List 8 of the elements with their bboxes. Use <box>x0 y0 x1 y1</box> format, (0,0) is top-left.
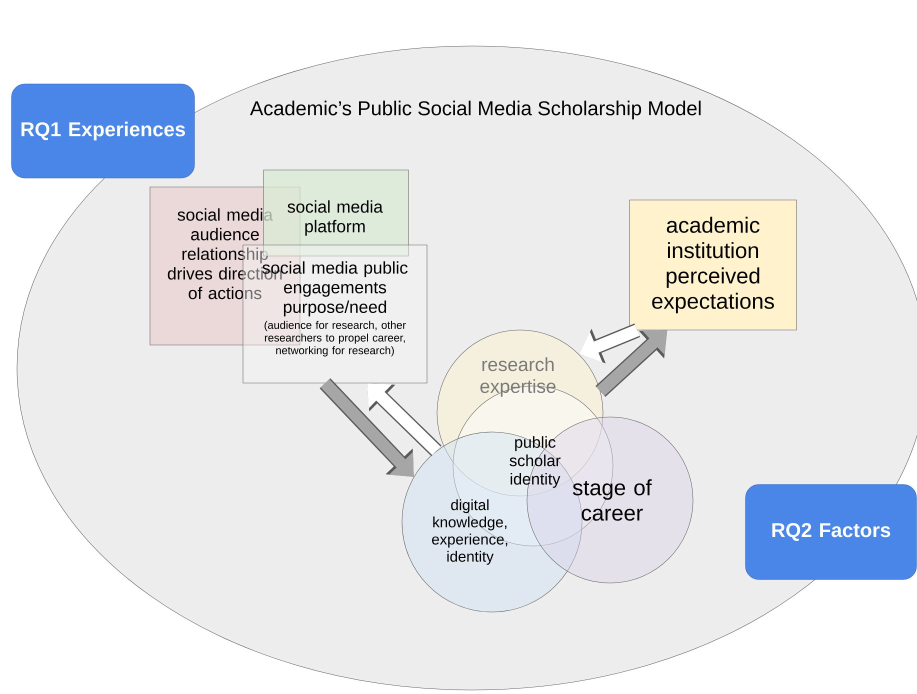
circle-label: digital knowledge, experience, identity <box>432 499 508 565</box>
rq-box: RQ1 Experiences <box>11 84 195 178</box>
circle-label: stage of career <box>572 479 652 521</box>
circle-label: public scholar identity <box>510 436 561 488</box>
rq-box: RQ2 Factors <box>745 484 917 580</box>
expectations-box: academic institution perceived expectations <box>629 200 797 330</box>
block-arrow <box>367 383 442 456</box>
title: Academic’s Public Social Media Scholarship Model <box>250 100 701 120</box>
